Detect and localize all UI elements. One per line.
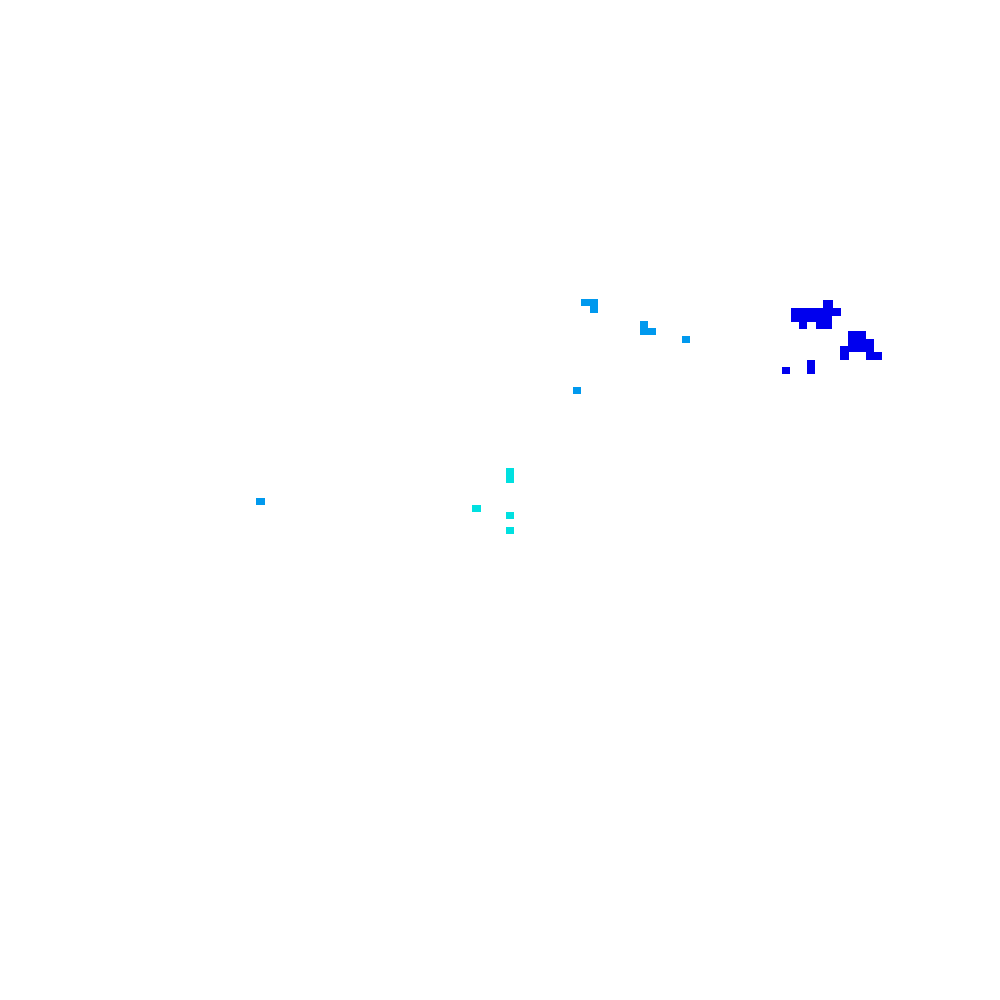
cyan-cluster	[472, 468, 514, 534]
pixel	[682, 336, 690, 343]
pixel	[573, 387, 581, 394]
pixel	[840, 352, 849, 360]
pixel	[799, 322, 807, 329]
pixel	[791, 308, 841, 316]
pixel	[506, 527, 514, 534]
pixel	[848, 339, 874, 346]
light-blue-cluster	[256, 299, 690, 505]
pixel	[823, 300, 833, 308]
pixel	[807, 360, 815, 374]
dark-blue-cluster	[782, 300, 882, 374]
pixel	[840, 346, 874, 352]
pixel	[506, 512, 514, 519]
pixel	[640, 328, 656, 335]
pixel	[782, 367, 790, 374]
pixel	[848, 331, 866, 339]
pixel	[581, 299, 598, 306]
pixel	[506, 468, 514, 483]
pixel	[791, 316, 832, 322]
pixel	[866, 352, 882, 360]
pixel	[590, 306, 598, 313]
pixel	[256, 498, 265, 505]
pixel	[640, 321, 648, 328]
pixel	[816, 322, 832, 329]
pixel	[472, 505, 481, 512]
